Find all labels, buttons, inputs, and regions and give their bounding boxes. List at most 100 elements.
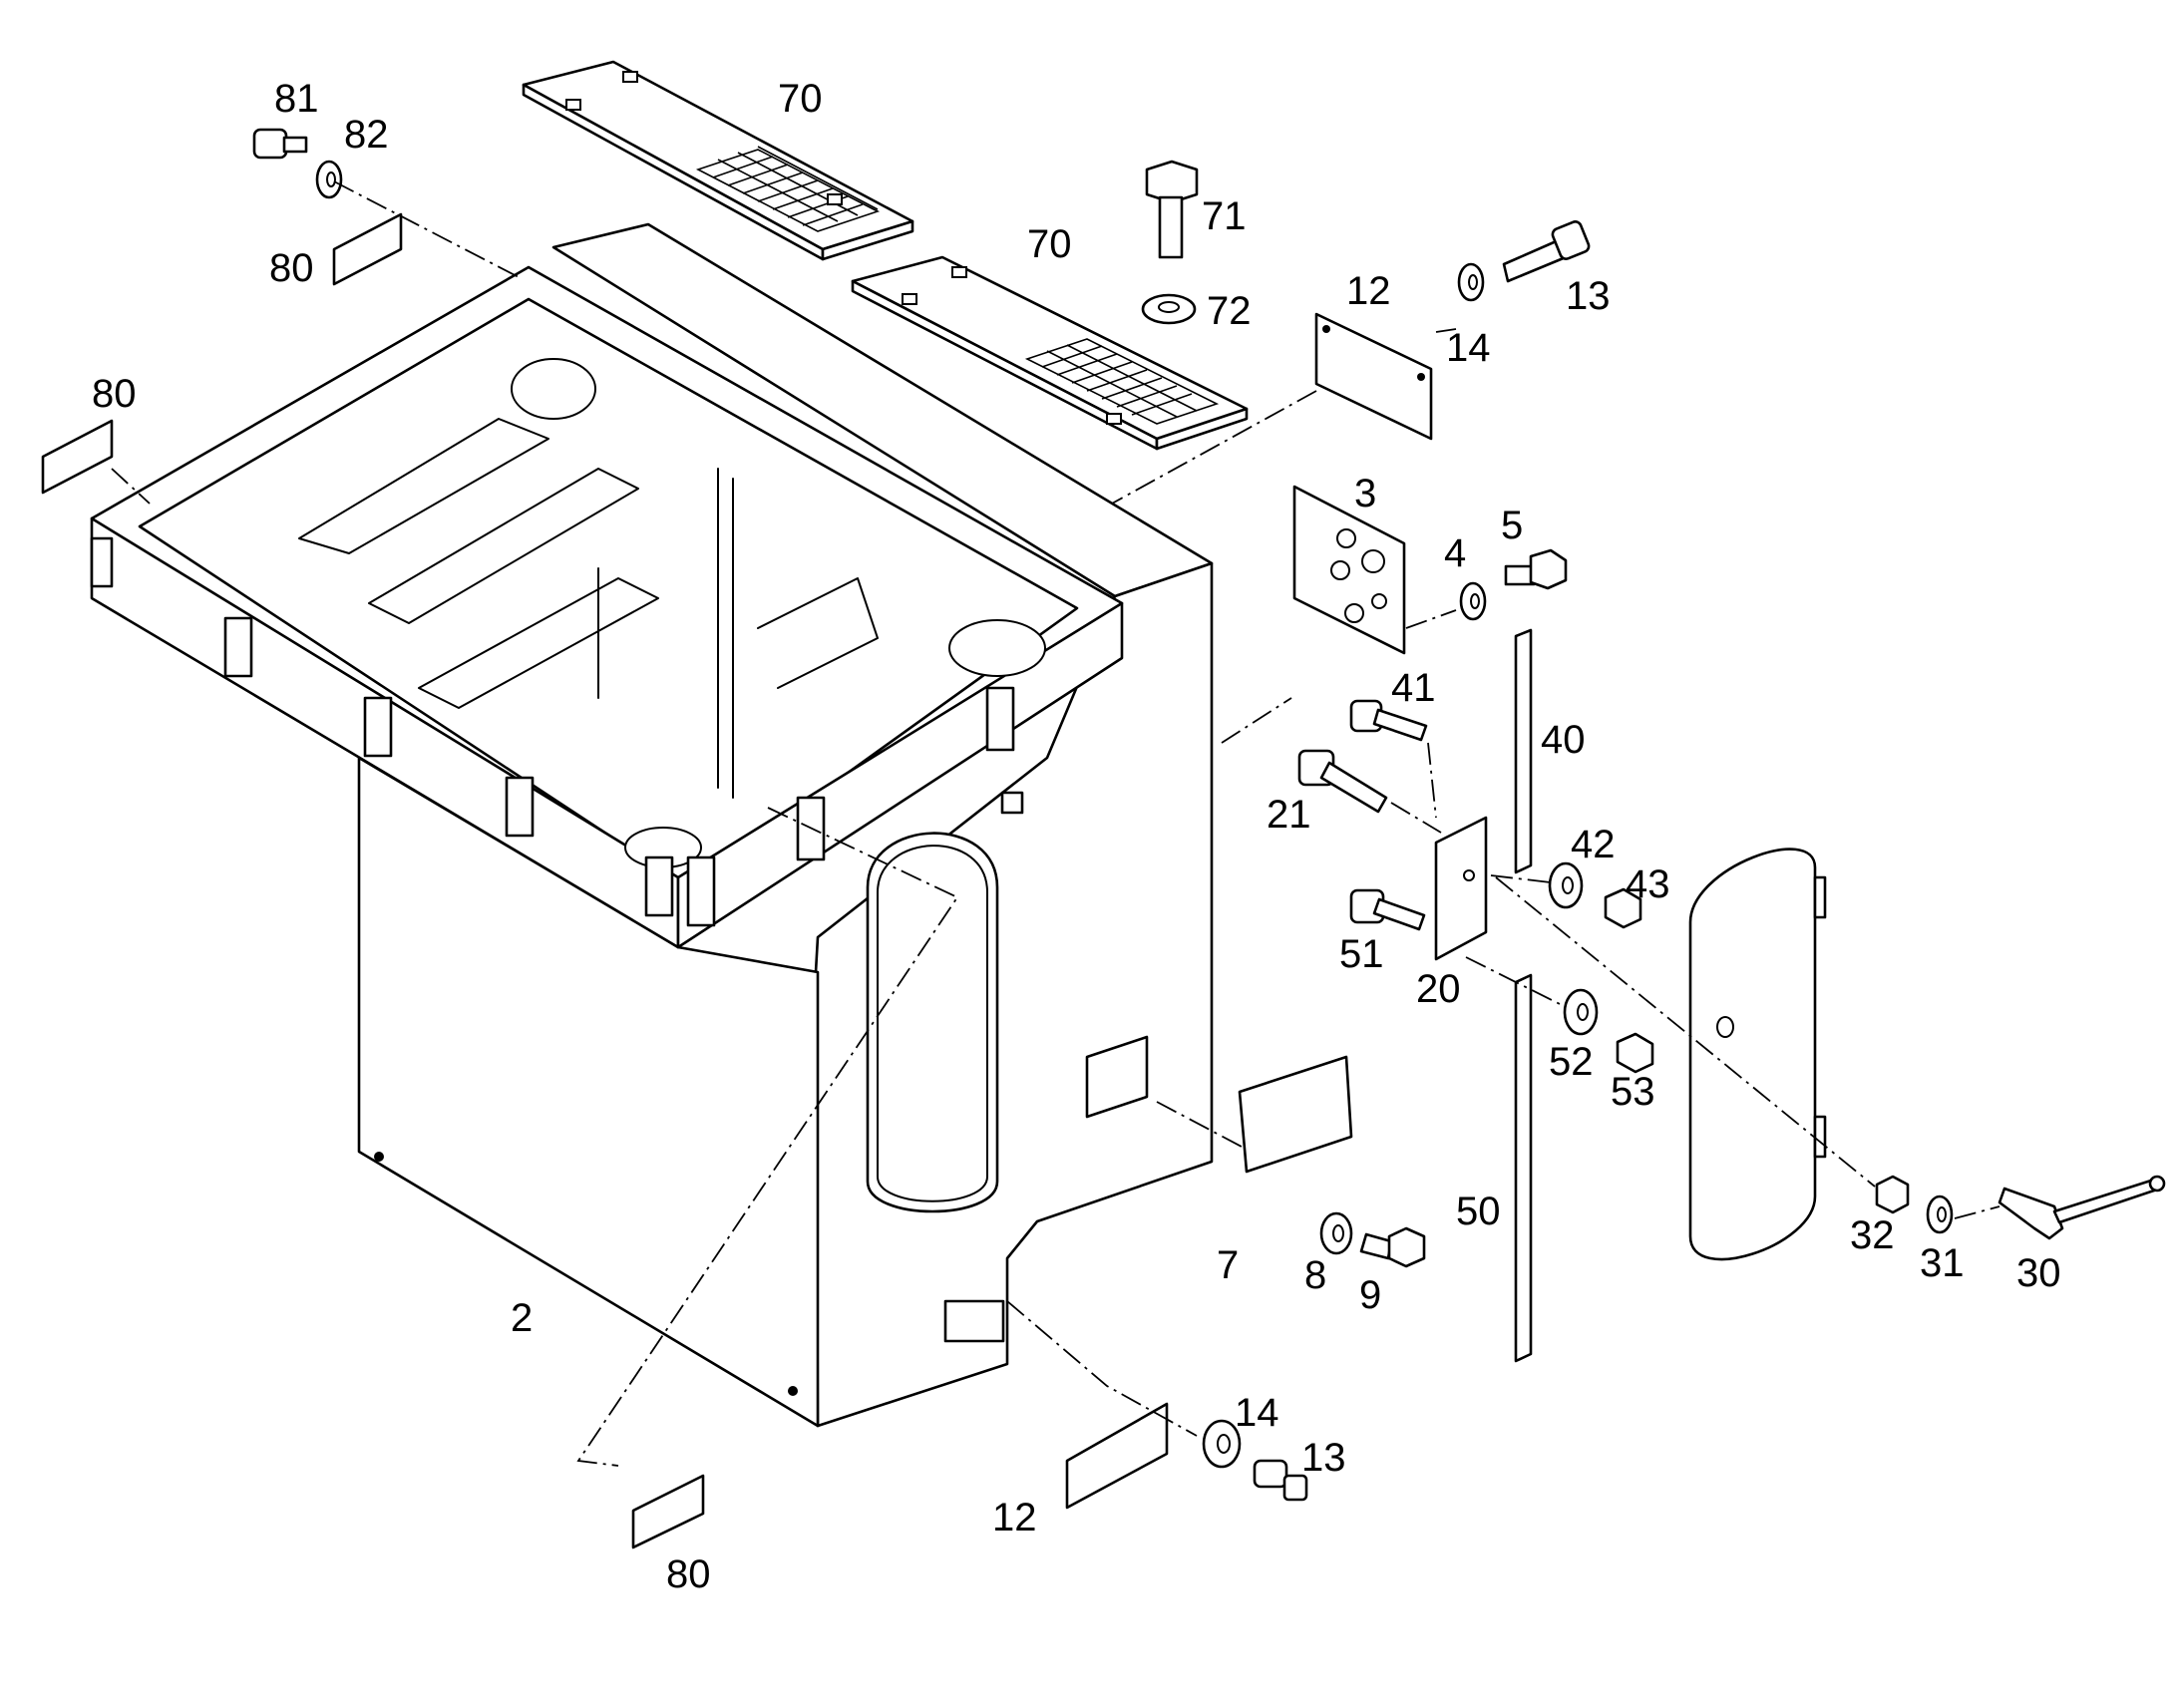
callout-32: 32 (1850, 1213, 1895, 1257)
bolt-81 (252, 128, 308, 160)
front-rail-tab-2 (223, 616, 253, 678)
side-inspection-port (1085, 1035, 1149, 1119)
front-rail-tab-1 (90, 536, 114, 588)
leader-line (111, 468, 151, 505)
plate-hole-dot (1417, 373, 1425, 381)
lid-panel-left-grille-mesh (712, 146, 879, 226)
callout-82: 82 (344, 113, 389, 157)
leader-line (1156, 1101, 1243, 1148)
callout-40: 40 (1541, 718, 1586, 762)
nut-32 (1875, 1175, 1910, 1214)
lid-hole (565, 99, 581, 111)
nut-32-body (1875, 1175, 1910, 1214)
callout-51: 51 (1339, 932, 1384, 976)
rod-40 (1514, 628, 1533, 874)
bolt-51-shank (1372, 897, 1426, 931)
leader-line (1435, 328, 1457, 333)
bolt-13-bottom-head (1253, 1459, 1288, 1489)
cover-plate-7 (1238, 1055, 1353, 1174)
front-rail-tab-5 (644, 855, 674, 917)
washer-82 (315, 160, 343, 199)
washer-52 (1563, 988, 1599, 1036)
bolt-41-shank (1372, 708, 1428, 742)
callout-50: 50 (1456, 1190, 1501, 1233)
bolt-5-head (1529, 548, 1568, 590)
lid-panel-left-edge-2 (821, 219, 914, 261)
callout-80-top: 80 (269, 246, 314, 290)
callout-43: 43 (1626, 862, 1670, 906)
leader-line (1221, 697, 1292, 744)
lid-panel-right-grille-mesh (1041, 344, 1198, 418)
bolt-13-bottom (1253, 1459, 1308, 1502)
callout-53: 53 (1611, 1070, 1655, 1114)
side-small-tab (1000, 791, 1024, 815)
handle-30-knob (2148, 1175, 2166, 1193)
leader-line (1465, 956, 1567, 1008)
washer-14-top-hole (1468, 274, 1478, 290)
side-oval-opening (866, 832, 999, 1213)
plate-3-hole (1361, 549, 1385, 573)
bolt-13-bottom-end (1282, 1474, 1308, 1502)
leader-line (1405, 609, 1457, 629)
leader-line (1006, 1300, 1198, 1437)
bolt-71-shank (1158, 195, 1184, 259)
washer-31-hole (1937, 1206, 1947, 1222)
plate-3-hole (1371, 593, 1387, 609)
leader-line (1495, 876, 1876, 1188)
lid-hole (951, 266, 967, 278)
cabinet-body (90, 222, 1214, 1428)
callout-80-left: 80 (92, 372, 137, 416)
washer-31 (1926, 1195, 1954, 1234)
interior-shelf-opening-3 (418, 577, 659, 709)
bolt-9-head (1387, 1226, 1426, 1268)
callout-42: 42 (1571, 823, 1616, 866)
washer-8 (1319, 1211, 1353, 1255)
bolt-21-shank (1319, 761, 1388, 814)
right-rail-tab-2 (985, 686, 1015, 752)
bolt-81-shank (282, 136, 308, 154)
callout-9: 9 (1359, 1273, 1381, 1317)
leader-line (1490, 874, 1552, 883)
nut-53 (1616, 1032, 1654, 1074)
callout-72: 72 (1207, 289, 1252, 333)
washer-42 (1548, 861, 1584, 909)
callout-2: 2 (511, 1296, 533, 1340)
front-rail-tab-3 (363, 696, 393, 758)
callout-41: 41 (1391, 666, 1436, 710)
bracket-20-hole (1463, 869, 1475, 881)
cover-plate-80-left (41, 419, 114, 495)
bolt-71-head (1145, 160, 1199, 204)
callout-31: 31 (1920, 1241, 1965, 1285)
callout-4: 4 (1444, 531, 1466, 575)
callout-3: 3 (1354, 472, 1376, 515)
interior-round-plate-2 (948, 619, 1046, 677)
lid-hole (902, 293, 917, 305)
plate-3-hole (1330, 560, 1350, 580)
interior-shelf-opening-1 (298, 418, 549, 554)
plate-3-hole (1344, 603, 1364, 623)
handle-30-body (1998, 1187, 2064, 1240)
lid-panel-left (522, 60, 914, 261)
bracket-20 (1434, 816, 1488, 961)
bolt-9 (1359, 1226, 1426, 1268)
cover-plate-12-top (1314, 312, 1433, 441)
washer-4-hole (1470, 593, 1480, 609)
lid-panel-right (851, 255, 1249, 451)
washer-72-hole (1158, 301, 1180, 313)
bolt-9-shank (1359, 1232, 1393, 1260)
callout-8: 8 (1304, 1253, 1326, 1297)
callout-12-top: 12 (1346, 269, 1391, 313)
washer-8-hole (1332, 1224, 1344, 1242)
washer-14-bottom (1202, 1419, 1242, 1469)
callout-70-left: 70 (778, 77, 823, 121)
door-hinge-top (1813, 875, 1827, 919)
washer-72 (1141, 293, 1197, 325)
leader-lines (111, 180, 2000, 1467)
lid-panel-right-edge-2 (1155, 407, 1249, 451)
washer-4 (1459, 581, 1487, 621)
bolt-71 (1145, 160, 1199, 259)
interior-round-plate-1 (511, 358, 596, 420)
leader-line (1427, 742, 1437, 819)
leader-line (1111, 390, 1317, 505)
